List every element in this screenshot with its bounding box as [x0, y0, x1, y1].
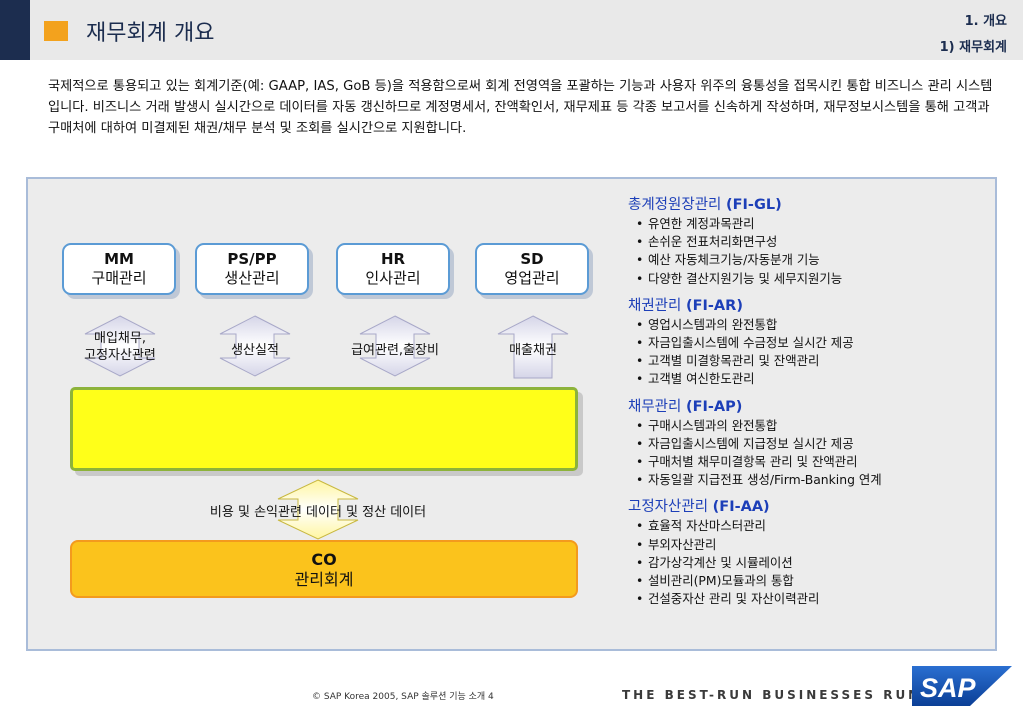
section-title: 채무관리 [628, 398, 682, 415]
section-heading-aa: 고정자산관리 (FI-AA) [628, 497, 988, 517]
list-item: 설비관리(PM)모듈과의 통합 [648, 572, 988, 590]
list-item: 유연한 계정과목관리 [648, 215, 988, 233]
list-gl: 유연한 계정과목관리 손쉬운 전표처리화면구성 예산 자동체크기능/자동분개 기… [628, 215, 988, 288]
subsection-label: 1) 재무회계 [939, 40, 1007, 55]
list-item: 손쉬운 전표처리화면구성 [648, 233, 988, 251]
list-item: 자동일괄 지급전표 생성/Firm-Banking 연계 [648, 471, 988, 489]
list-item: 부외자산관리 [648, 536, 988, 554]
co-arrow-label: 비용 및 손익관련 데이터 및 정산 데이터 [209, 505, 427, 520]
section-title: 채권관리 [628, 297, 682, 314]
mm-arrow-label-line2: 고정자산관련 [84, 348, 156, 363]
module-name: 구매관리 [91, 269, 147, 287]
hr-arrow-label: 급여관련,출장비 [351, 343, 439, 358]
list-item: 자금입출시스템에 수금정보 실시간 제공 [648, 334, 988, 352]
module-name: 생산관리 [224, 269, 280, 287]
co-code: CO [311, 550, 337, 569]
section-code: (FI-GL) [726, 197, 782, 213]
hr-double-arrow [359, 315, 431, 377]
module-name: 영업관리 [504, 269, 560, 287]
co-module-box: CO 관리회계 [70, 540, 578, 598]
section-title: 총계정원장관리 [628, 197, 722, 213]
mm-arrow-label-line1: 매입채무, [94, 331, 146, 346]
co-name: 관리회계 [294, 570, 354, 589]
module-pspp: PS/PP 생산관리 [195, 243, 309, 295]
list-item: 건설중자산 관리 및 자산이력관리 [648, 590, 988, 608]
pp-double-arrow [219, 315, 291, 377]
module-code: HR [380, 250, 406, 268]
module-sd: SD 영업관리 [475, 243, 589, 295]
list-item: 다양한 결산지원기능 및 세무지원기능 [648, 270, 988, 288]
list-ap: 구매시스템과의 완전통합 자금입출시스템에 지급정보 실시간 제공 구매처별 채… [628, 417, 988, 490]
page-title: 재무회계 개요 [86, 21, 215, 46]
pp-arrow-label: 생산실적 [231, 343, 279, 358]
sd-arrow-label: 매출채권 [509, 343, 557, 358]
list-item: 예산 자동체크기능/자동분개 기능 [648, 251, 988, 269]
list-item: 효율적 자산마스터관리 [648, 517, 988, 535]
module-hr: HR 인사관리 [336, 243, 450, 295]
section-code: (FI-AP) [685, 398, 743, 415]
list-item: 고객별 여신한도관리 [648, 370, 988, 388]
section-heading-ar: 채권관리 (FI-AR) [628, 296, 988, 316]
list-aa: 효율적 자산마스터관리 부외자산관리 감가상각계산 및 시뮬레이션 설비관리(P… [628, 517, 988, 608]
header-orange-square [44, 21, 68, 41]
header-navy-block [0, 0, 30, 60]
mm-double-arrow [84, 315, 156, 377]
section-title: 고정자산관리 [628, 499, 709, 516]
mm-arrow-label: 매입채무, 고정자산관련 [60, 330, 180, 364]
section-heading-ap: 채무관리 (FI-AP) [628, 397, 988, 417]
sap-logo-icon: SAP [912, 666, 1012, 706]
sd-up-arrow [497, 315, 569, 379]
section-code: (FI-AA) [712, 499, 770, 516]
footer-tagline: THE BEST-RUN BUSINESSES RUN SAP [622, 688, 965, 702]
fi-modules-box [70, 387, 578, 471]
right-panel: 총계정원장관리 (FI-GL) 유연한 계정과목관리 손쉬운 전표처리화면구성 … [628, 195, 988, 616]
sap-logo-text: SAP [920, 673, 977, 703]
footer-copyright: © SAP Korea 2005, SAP 솔루션 기능 소개 4 [312, 692, 494, 702]
module-mm: MM 구매관리 [62, 243, 176, 295]
list-ar: 영업시스템과의 완전통합 자금입출시스템에 수금정보 실시간 제공 고객별 미결… [628, 316, 988, 389]
module-code: SD [520, 250, 544, 268]
list-item: 자금입출시스템에 지급정보 실시간 제공 [648, 435, 988, 453]
module-name: 인사관리 [365, 269, 421, 287]
list-item: 구매시스템과의 완전통합 [648, 417, 988, 435]
header-band [0, 0, 1023, 60]
module-code: PS/PP [227, 250, 277, 268]
list-item: 영업시스템과의 완전통합 [648, 316, 988, 334]
section-code: (FI-AR) [685, 297, 743, 314]
section-heading-gl: 총계정원장관리 (FI-GL) [628, 195, 988, 215]
list-item: 구매처별 채무미결항목 관리 및 잔액관리 [648, 453, 988, 471]
list-item: 고객별 미결항목관리 및 잔액관리 [648, 352, 988, 370]
co-double-arrow [277, 479, 359, 540]
intro-paragraph: 국제적으로 통용되고 있는 회계기준(예: GAAP, IAS, GoB 등)을… [48, 79, 993, 136]
section-label: 1. 개요 [964, 14, 1007, 29]
list-item: 감가상각계산 및 시뮬레이션 [648, 554, 988, 572]
module-code: MM [104, 250, 134, 268]
